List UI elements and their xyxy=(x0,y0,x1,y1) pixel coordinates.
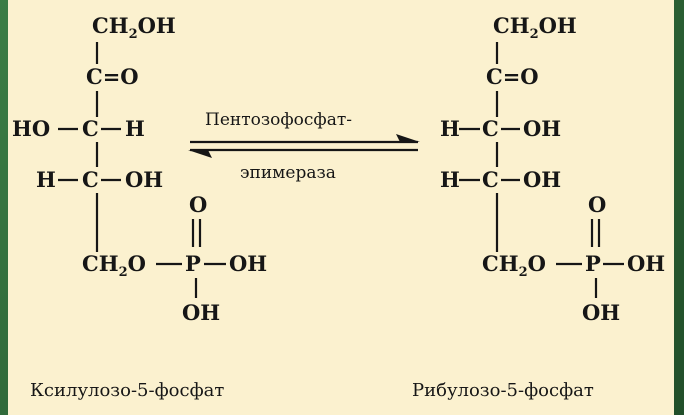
equilibrium-arrows: Пентозофосфат- эпимераза xyxy=(188,110,420,183)
left-keto: C=O xyxy=(86,64,139,89)
enzyme-line1: Пентозофосфат- xyxy=(205,110,352,130)
left-phosphorus: P xyxy=(185,251,201,276)
left-phosphate-oh: OH xyxy=(229,251,267,276)
right-molecule: CH2OH C=O H C OH H C OH O CH2O P OH OH xyxy=(440,13,665,325)
left-phosphate-o: O xyxy=(189,192,207,217)
right-row3-right: OH xyxy=(523,116,561,141)
right-keto: C=O xyxy=(486,64,539,89)
reverse-arrowhead xyxy=(188,150,212,158)
left-row4-left: H xyxy=(36,167,56,192)
left-molecule: CH2OH C=O HO C H H C OH O CH2O P OH OH xyxy=(12,13,267,325)
right-ch2o: CH2O xyxy=(482,251,546,280)
left-phosphate-oh-bottom: OH xyxy=(182,300,220,325)
left-row3-center: C xyxy=(82,116,99,141)
right-phosphate-oh-bottom: OH xyxy=(582,300,620,325)
left-row3-right: H xyxy=(125,116,145,141)
left-row4-right: OH xyxy=(125,167,163,192)
left-ch2oh: CH2OH xyxy=(92,13,176,42)
left-ch2o: CH2O xyxy=(82,251,146,280)
right-molecule-name: Рибулозо-5-фосфат xyxy=(412,380,594,401)
right-row4-right: OH xyxy=(523,167,561,192)
left-row3-left: HO xyxy=(12,116,50,141)
right-ch2oh: CH2OH xyxy=(493,13,577,42)
right-row3-left: H xyxy=(440,116,460,141)
enzyme-line2: эпимераза xyxy=(240,163,336,183)
left-row4-center: C xyxy=(82,167,99,192)
right-phosphate-oh: OH xyxy=(627,251,665,276)
forward-arrowhead xyxy=(396,134,420,142)
left-molecule-name: Ксилулозо-5-фосфат xyxy=(30,380,224,401)
right-phosphate-o: O xyxy=(588,192,606,217)
right-row4-left: H xyxy=(440,167,460,192)
diagram-panel xyxy=(8,0,674,415)
right-row3-center: C xyxy=(482,116,499,141)
right-phosphorus: P xyxy=(585,251,601,276)
right-row4-center: C xyxy=(482,167,499,192)
